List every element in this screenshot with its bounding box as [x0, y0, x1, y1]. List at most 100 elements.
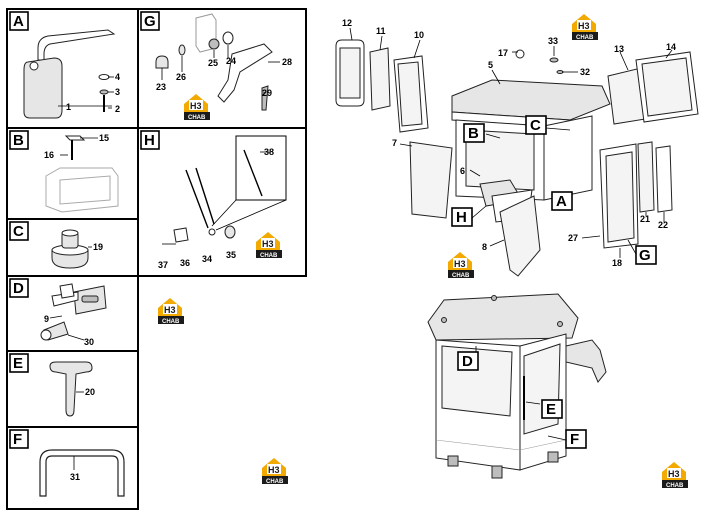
svg-text:E: E	[13, 355, 23, 372]
callout-26: 26	[176, 72, 186, 82]
svg-text:CHAB: CHAB	[576, 35, 594, 41]
svg-text:H3: H3	[454, 259, 466, 269]
section-f-frame	[6, 426, 139, 510]
svg-text:CHAB: CHAB	[162, 319, 180, 325]
cab-marker-g: G	[635, 245, 657, 265]
callout-28: 28	[282, 57, 292, 67]
callout-25: 25	[208, 58, 218, 68]
svg-text:E: E	[546, 401, 556, 418]
callout-33: 33	[548, 36, 558, 46]
callout-20: 20	[85, 387, 95, 397]
section-tag-a: A	[9, 11, 29, 31]
cab-marker-d: D	[457, 351, 479, 371]
callout-29: 29	[262, 88, 272, 98]
svg-text:H3: H3	[262, 239, 274, 249]
svg-text:CHAB: CHAB	[666, 483, 684, 489]
svg-text:G: G	[144, 13, 156, 30]
callout-1: 1	[66, 102, 71, 112]
callout-11: 11	[376, 26, 386, 36]
knob-19: 19	[51, 229, 103, 269]
cab-marker-f: F	[565, 429, 587, 449]
callout-22: 22	[658, 220, 668, 230]
callout-7: 7	[392, 138, 397, 148]
section-h-frame	[137, 127, 307, 277]
cab-marker-e: E	[541, 399, 563, 419]
svg-text:D: D	[462, 353, 473, 370]
callout-32: 32	[580, 67, 590, 77]
callout-6: 6	[460, 166, 465, 176]
callout-10: 10	[414, 30, 424, 40]
watermark-logo-4: H3 CHAB	[262, 458, 288, 485]
callout-34: 34	[202, 254, 212, 264]
callout-9: 9	[44, 314, 49, 324]
callout-3: 3	[115, 87, 120, 97]
callout-38: 38	[264, 147, 274, 157]
callout-13: 13	[614, 44, 624, 54]
callout-31: 31	[70, 472, 80, 482]
svg-text:H3: H3	[578, 21, 590, 31]
callout-36: 36	[180, 258, 190, 268]
exploded-cab-view: 12 11 10 17 33 32 5 13 14 7 6 8 21 22 27…	[335, 18, 699, 277]
callout-17: 17	[498, 48, 508, 58]
callout-24: 24	[226, 56, 236, 66]
section-tag-e: E	[9, 353, 29, 373]
t-key-20: 20	[49, 361, 95, 417]
svg-text:CHAB: CHAB	[188, 115, 206, 121]
callout-18: 18	[612, 258, 622, 268]
svg-text:H: H	[456, 209, 467, 226]
svg-text:H3: H3	[164, 305, 176, 315]
callout-19: 19	[93, 242, 103, 252]
watermark-logo-7: H3 CHAB	[662, 462, 688, 489]
svg-text:F: F	[13, 431, 22, 448]
assembled-cab-view	[427, 293, 607, 479]
callout-4: 4	[115, 72, 120, 82]
cab-marker-h: H	[451, 207, 473, 227]
section-h-parts: 38 34 35 36 37	[158, 135, 287, 270]
section-tag-g: G	[140, 11, 160, 31]
dome-light-assembly: 15 16	[44, 133, 119, 213]
callout-5: 5	[488, 60, 493, 70]
callout-12: 12	[342, 18, 352, 28]
svg-text:F: F	[570, 431, 579, 448]
callout-35: 35	[226, 250, 236, 260]
cab-marker-c: C	[525, 115, 547, 135]
svg-text:A: A	[13, 13, 24, 30]
watermark-logo-5: H3 CHAB	[572, 14, 598, 41]
section-grid	[6, 8, 307, 510]
callout-14: 14	[666, 42, 676, 52]
svg-text:CHAB: CHAB	[266, 479, 284, 485]
svg-text:G: G	[639, 247, 651, 264]
svg-text:A: A	[556, 193, 567, 210]
callout-30: 30	[84, 337, 94, 347]
watermark-logo-2: H3 CHAB	[256, 232, 282, 259]
callout-21: 21	[640, 214, 650, 224]
section-tag-c: C	[9, 221, 29, 241]
svg-text:H3: H3	[668, 469, 680, 479]
callout-15: 15	[99, 133, 109, 143]
svg-text:D: D	[13, 280, 24, 297]
grab-bar-31: 31	[39, 449, 125, 497]
svg-text:CHAB: CHAB	[260, 253, 278, 259]
watermark-logo-1: H3 CHAB	[184, 94, 210, 121]
svg-text:H: H	[144, 132, 155, 149]
section-g-parts: 23 24 25 26 28 29	[155, 13, 292, 111]
watermark-logo-3: H3 CHAB	[158, 298, 184, 325]
door-handle-assembly: 9 30	[40, 283, 107, 347]
section-tag-d: D	[9, 278, 29, 298]
section-tag-f: F	[9, 429, 29, 449]
section-tag-h: H	[140, 130, 160, 150]
mirror-assembly: 4 3 2 1	[23, 29, 120, 119]
callout-8: 8	[482, 242, 487, 252]
svg-text:B: B	[468, 125, 479, 142]
svg-text:C: C	[530, 117, 541, 134]
svg-text:C: C	[13, 223, 24, 240]
cab-marker-b: B	[463, 123, 485, 143]
svg-text:H3: H3	[268, 465, 280, 475]
cab-marker-a: A	[551, 191, 573, 211]
callout-37: 37	[158, 260, 168, 270]
callout-16: 16	[44, 150, 54, 160]
svg-text:B: B	[13, 132, 24, 149]
watermark-logo-6: H3 CHAB	[448, 252, 474, 279]
callout-23: 23	[156, 82, 166, 92]
